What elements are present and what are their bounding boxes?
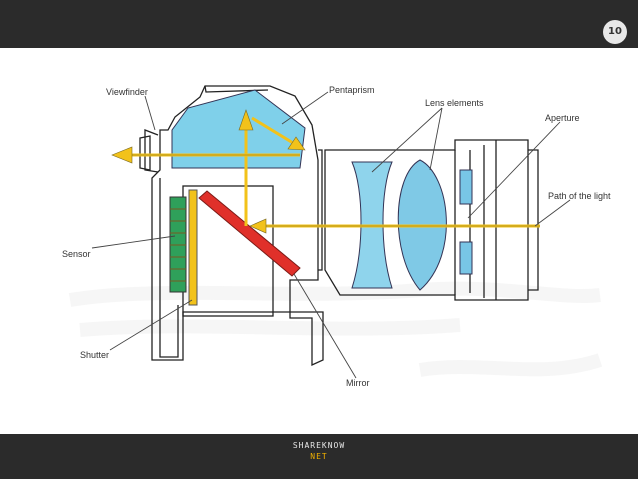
slide-number-badge: 10 — [603, 20, 627, 44]
leader-sensor — [91, 235, 176, 249]
sensor — [169, 196, 187, 293]
bottom-bar: SHAREKNOW NET — [0, 434, 638, 479]
leader-mirror — [293, 273, 357, 379]
top-bar: 10 — [0, 0, 638, 48]
background-brush-strokes — [68, 281, 603, 377]
leader-pentaprism — [281, 91, 329, 125]
label-lens-elements: Lens elements — [425, 98, 484, 108]
label-pentaprism: Pentaprism — [329, 85, 375, 95]
label-shutter: Shutter — [80, 350, 109, 360]
light-path — [111, 109, 540, 234]
label-viewfinder: Viewfinder — [106, 87, 148, 97]
label-mirror: Mirror — [346, 378, 370, 388]
pentaprism-shape — [171, 89, 306, 169]
leader-aperture — [467, 121, 561, 219]
label-path-of-light: Path of the light — [548, 191, 611, 201]
shutter-plate — [188, 189, 198, 306]
leader-lines — [91, 91, 571, 379]
aperture-blade-top — [459, 169, 473, 205]
leader-path-light — [534, 199, 571, 227]
aperture-blade-bottom — [459, 241, 473, 275]
mirror-plate — [198, 190, 301, 277]
leader-shutter — [109, 299, 193, 351]
label-aperture: Aperture — [545, 113, 580, 123]
leader-lens-convex — [429, 107, 443, 171]
leader-viewfinder — [144, 95, 156, 131]
footer-logo-line2: NET — [310, 452, 328, 461]
lens-barrel — [324, 139, 539, 301]
camera-diagram: Viewfinder Pentaprism Lens elements Aper… — [62, 85, 611, 388]
footer-logo-line1: SHAREKNOW — [292, 441, 346, 450]
leader-lens-concave — [371, 107, 443, 173]
label-sensor: Sensor — [62, 249, 91, 259]
